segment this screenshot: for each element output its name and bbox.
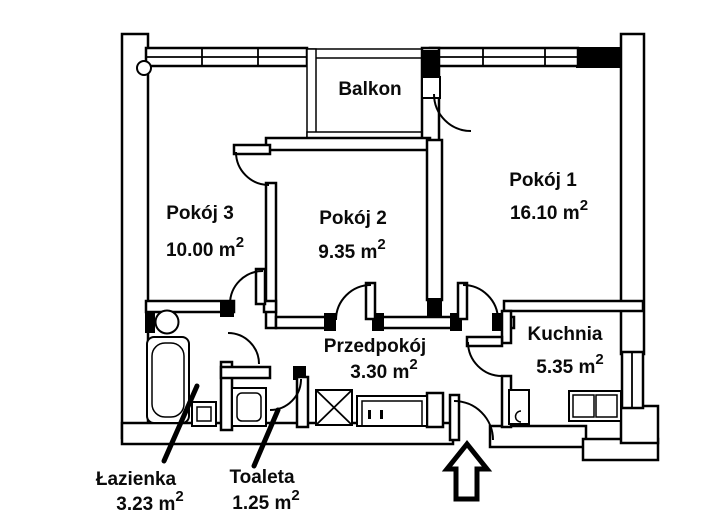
wall-hall-top-a	[274, 315, 334, 330]
wardrobe-inner	[361, 400, 423, 427]
balcony-door-leaf-solid	[422, 50, 439, 77]
wall-room2-room1	[425, 138, 444, 302]
door-arc-room1	[462, 284, 499, 321]
bidet-inner	[196, 406, 212, 422]
door-leaf-room3-hall	[254, 267, 267, 306]
bidet-icon	[191, 401, 217, 427]
leader-line-bathroom	[161, 383, 200, 464]
balcony-label: Balkon	[338, 79, 401, 100]
wall-right-corner	[619, 404, 660, 445]
wall-toilet-top	[219, 365, 272, 380]
toilet-area: 1.25 m2	[232, 487, 300, 514]
balcony-door-frame	[421, 76, 441, 99]
kitchen-area: 5.35 m2	[536, 351, 604, 378]
bathroom-area: 3.23 m2	[116, 488, 184, 515]
outer-walls	[120, 32, 660, 462]
kitchen-sink-trap	[514, 410, 522, 423]
sink-tap-icon	[145, 311, 155, 333]
kitchen-name: Kuchnia	[528, 324, 603, 345]
wall-hall-top-b	[376, 315, 458, 330]
annotations	[161, 383, 493, 502]
fixtures	[145, 309, 622, 427]
door-arc-kitchen	[467, 341, 503, 377]
kitchen-appliance-block	[568, 390, 622, 422]
toilet-name: Toaleta	[229, 467, 295, 488]
wall-room2-top	[264, 136, 432, 152]
balcony-railing-top	[306, 48, 431, 59]
balcony-railing-left	[306, 48, 317, 143]
bathtub-icon	[146, 336, 190, 424]
jamb-room2-door-left	[324, 313, 336, 331]
door-arc-room2	[335, 284, 372, 321]
jamb-bathroom-door-top	[220, 301, 234, 317]
balcony-structure	[306, 46, 472, 145]
wall-toilet-right	[295, 375, 310, 429]
entrance-arrow-icon	[441, 439, 493, 502]
wall-kitchen-left-stub	[500, 309, 513, 345]
door-leaf-room2	[364, 281, 377, 321]
door-arc-room3-room2	[235, 151, 270, 186]
hallway-name: Przedpokój	[324, 336, 426, 357]
kitchen-counter	[508, 389, 530, 425]
door-leaf-entrance	[448, 393, 461, 442]
room3-area: 10.00 m2	[166, 234, 244, 261]
wall-room3-bottom-stub	[262, 299, 278, 314]
balcony-door-arc	[433, 93, 472, 132]
room-labels: Balkon Pokój 1 16.10 m2 Pokój 2 9.35 m2 …	[96, 79, 604, 515]
wardrobe-mark-2	[380, 410, 383, 419]
room1-name: Pokój 1	[509, 170, 577, 191]
room1-area: 16.10 m2	[510, 197, 588, 224]
door-arc-toilet	[269, 378, 302, 411]
doors	[227, 143, 504, 442]
bathtub-inner	[151, 342, 185, 418]
wardrobe-mark-1	[368, 410, 371, 419]
entry-column	[425, 391, 445, 429]
stove-icon	[572, 394, 595, 418]
wall-room3-room2	[264, 181, 278, 330]
door-arc-bathroom	[227, 332, 260, 365]
toilet-inner	[236, 392, 262, 422]
room2-name: Pokój 2	[319, 208, 387, 229]
shaft-x-diag2	[315, 389, 353, 426]
wall-kitchen-top	[502, 299, 645, 313]
wall-top-solid	[576, 47, 622, 68]
kitchen-sink-icon	[595, 394, 618, 418]
door-arc-room3-hall	[229, 270, 264, 305]
pipe-marker-icon	[136, 60, 152, 76]
hallway-area: 3.30 m2	[350, 356, 418, 383]
room2-area: 9.35 m2	[318, 236, 386, 263]
wall-bottom-right	[488, 424, 588, 449]
leader-line-toilet	[251, 407, 281, 469]
door-arc-entrance	[453, 400, 494, 441]
wall-left	[120, 32, 150, 440]
bathroom-name: Łazienka	[96, 469, 177, 490]
sink-icon	[154, 309, 180, 335]
room3-name: Pokój 3	[166, 203, 234, 224]
door-leaf-room1	[456, 281, 469, 321]
door-leaf-kitchen	[465, 335, 504, 348]
door-leaf-room3-room2	[232, 143, 272, 156]
inner-walls	[144, 136, 645, 432]
